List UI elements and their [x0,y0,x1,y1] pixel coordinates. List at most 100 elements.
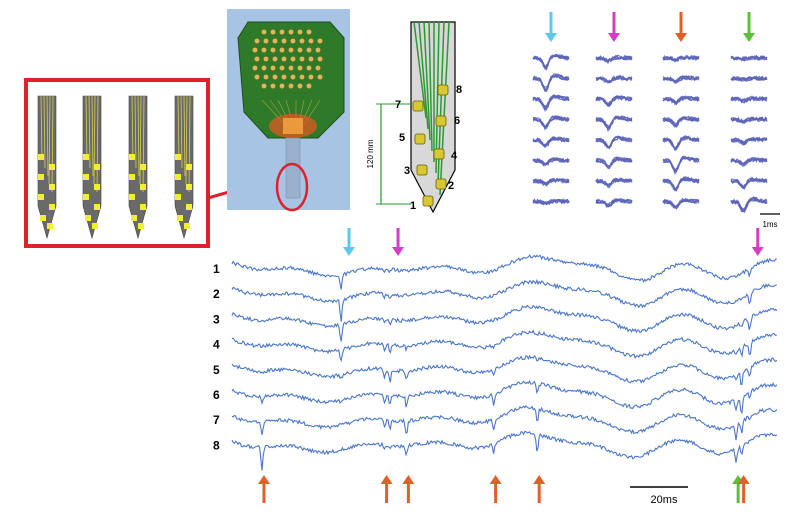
pcb-connector-pad [263,38,269,44]
zoomed-recording-site [38,174,44,180]
shank-recording-site [435,178,447,190]
pcb-connector-pad [308,74,314,80]
zoomed-shank [174,95,194,240]
trace-bottom-arrows [257,475,750,503]
waveform-unit-arrow [675,12,687,42]
pcb-connector-pad [290,38,296,44]
spike-waveforms-panel: 1ms [532,12,780,229]
pcb-connector-pad [306,83,312,89]
pcb-connector-pad [290,56,296,62]
pcb-connector-pad [288,83,294,89]
zoomed-recording-site [38,194,44,200]
pcb-connector-pad [263,56,269,62]
zoomed-recording-site [49,184,55,190]
trace-line [231,254,777,290]
trace-channel-label: 3 [213,312,220,326]
pcb-connector-pad [299,56,305,62]
zoomed-recording-site [94,184,100,190]
pcb-connector-pad [288,65,294,71]
pcb-connector-pad [279,83,285,89]
zoomed-shank [82,95,102,240]
zoomed-recording-site [83,174,89,180]
waveform-unit-arrow [545,12,557,42]
pcb-connector-pad [272,74,278,80]
pcb-connector-pad [272,56,278,62]
zoomed-recording-site [184,223,190,229]
pcb-connector-pad [315,47,321,53]
pcb-connector-pad [308,56,314,62]
zoomed-recording-site [140,184,146,190]
shank-recording-site [412,100,424,112]
zoomed-recording-site [140,204,146,210]
probe-shank-stem [285,137,301,199]
zoomed-recording-site [83,154,89,160]
trace-top-arrows [343,228,764,256]
trace-line [231,430,778,471]
trace-channel-label: 5 [213,363,220,377]
zoomed-recording-site [94,204,100,210]
waveform-column [595,54,633,209]
pcb-connector-pads [252,29,323,89]
zoomed-recording-site [85,215,91,221]
pcb-connector-pad [317,56,323,62]
pcb-connector-pad [306,47,312,53]
trace-line [231,405,778,441]
pcb-connector-pad [281,56,287,62]
pcb-connector-pad [254,38,260,44]
pcb-connector-pad [279,47,285,53]
trace-bottom-arrow [380,475,393,503]
single-shank-outline [410,21,456,214]
zoomed-recording-site [131,215,137,221]
zoomed-recording-site [129,194,135,200]
shanks-zoom-panel [24,78,210,248]
trace-bottom-arrow [402,475,415,503]
zoomed-recording-site [38,154,44,160]
shank-site-label: 7 [395,99,401,111]
zoomed-recording-site [186,164,192,170]
probe-chip [283,118,303,134]
zoomed-recording-site [49,164,55,170]
trace-line [231,329,777,363]
trace-bottom-arrow [533,475,546,503]
shank-recording-site [435,115,447,127]
pcb-connector-pad [297,29,303,35]
shank-site-label: 3 [404,165,410,177]
pcb-connector-pad [299,38,305,44]
pcb-connector-pad [288,47,294,53]
waveform-column [532,53,570,206]
probe-photo-panel [227,9,350,212]
trace-line [231,379,778,415]
zoomed-recording-site [138,223,144,229]
probe-tip-highlight-ellipse [275,162,309,212]
pcb-connector-pad [270,83,276,89]
waveform-column [730,54,768,214]
zoomed-shank [128,95,148,240]
zoomed-recording-site [129,154,135,160]
trace-top-arrow [751,228,764,256]
pcb-connector-pad [297,65,303,71]
shank-site-label: 4 [451,150,458,162]
pcb-connector-pad [288,29,294,35]
trace-channel-label: 4 [213,338,220,352]
waveform-unit-arrows [545,12,755,42]
trace-line [231,278,778,322]
zoomed-recording-site [186,184,192,190]
pcb-connector-pad [261,29,267,35]
pcb-connector-pad [308,38,314,44]
shank-trace-lines [413,21,450,196]
shank-site-label: 2 [448,180,454,192]
pcb-connector-pad [297,83,303,89]
pcb-connector-pad [270,65,276,71]
shank-recording-site [433,148,445,160]
probe-shanks [37,95,194,240]
pcb-connector-pad [306,29,312,35]
pcb-connector-pad [279,29,285,35]
zoomed-recording-site [175,154,181,160]
zoomed-recording-site [140,164,146,170]
trace-channel-label: 2 [213,287,220,301]
zoomed-shank [37,95,57,240]
pcb-connector-pad [317,74,323,80]
